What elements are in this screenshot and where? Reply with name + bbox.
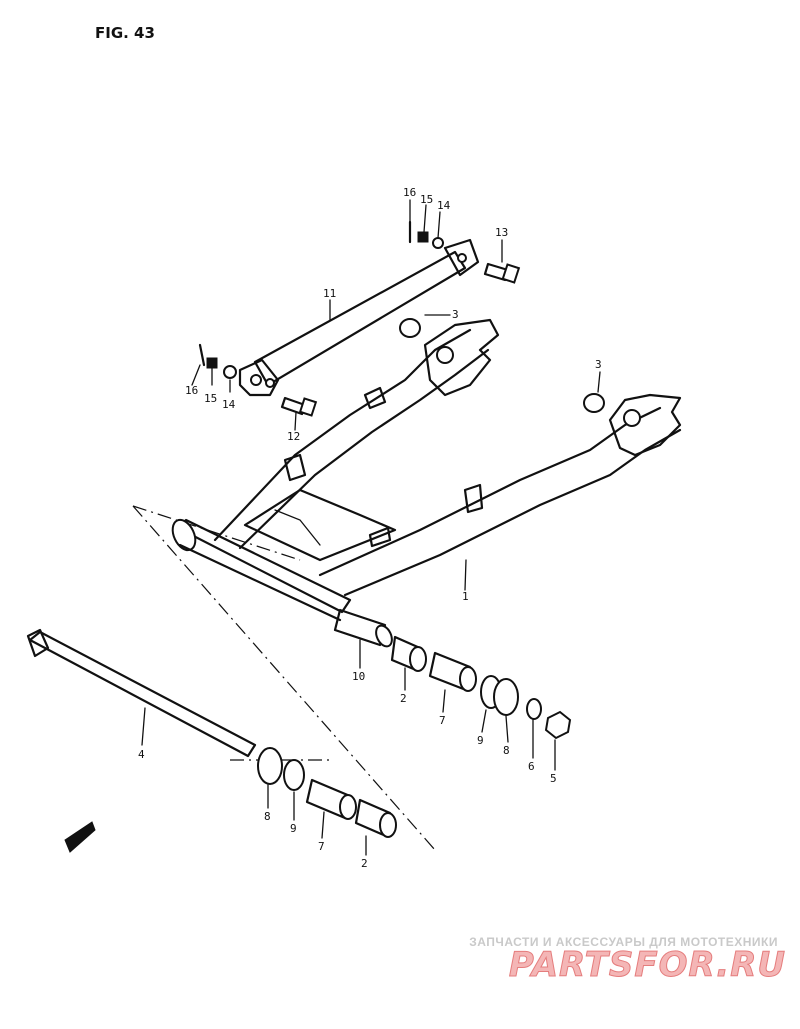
bushing-3-left	[399, 318, 421, 338]
callout-10: 10	[352, 670, 365, 683]
watermark-tagline: ЗАПЧАСТИ И АКСЕССУАРЫ ДЛЯ МОТОТЕХНИКИ	[469, 935, 778, 949]
figure-title: FIG. 43	[95, 24, 155, 42]
cotter-nut-washer-lower	[198, 343, 237, 379]
callout-16: 16	[185, 384, 198, 397]
callout-9: 9	[290, 822, 297, 835]
bushing-3-right	[583, 393, 605, 413]
callout-4: 4	[138, 748, 145, 761]
callout-8: 8	[264, 810, 271, 823]
callout-2: 2	[361, 857, 368, 870]
part-callouts: 16 15 14 13 11 3 16 15 14 12 3 1 10 2 7 …	[138, 186, 602, 870]
callout-3: 3	[452, 308, 459, 321]
swingarm	[171, 318, 682, 648]
leader-lines	[141, 199, 601, 856]
watermark: ЗАПЧАСТИ И АКСЕССУАРЫ ДЛЯ МОТОТЕХНИКИ PA…	[469, 935, 786, 986]
callout-1: 1	[462, 590, 469, 603]
watermark-logo: PARTSFOR.RU	[509, 945, 786, 985]
callout-11: 11	[323, 287, 336, 300]
callout-15: 15	[204, 392, 217, 405]
pivot-shaft	[26, 628, 257, 758]
lower-bearing-stack	[257, 747, 397, 838]
callout-7: 7	[318, 840, 325, 853]
torque-rod	[238, 238, 480, 397]
bolt-12	[280, 396, 318, 417]
callout-16: 16	[403, 186, 416, 199]
callout-5: 5	[550, 772, 557, 785]
callout-9: 9	[477, 734, 484, 747]
bolt-13	[483, 262, 521, 284]
callout-6: 6	[528, 760, 535, 773]
callout-14: 14	[222, 398, 236, 411]
front-arrow-icon	[64, 821, 96, 853]
callout-14: 14	[437, 199, 451, 212]
callout-3: 3	[595, 358, 602, 371]
callout-15: 15	[420, 193, 433, 206]
upper-bearing-stack	[390, 635, 572, 740]
callout-8: 8	[503, 744, 510, 757]
callout-12: 12	[287, 430, 300, 443]
callout-2: 2	[400, 692, 407, 705]
callout-13: 13	[495, 226, 508, 239]
callout-7: 7	[439, 714, 446, 727]
assembly-guide-lines	[132, 505, 436, 851]
